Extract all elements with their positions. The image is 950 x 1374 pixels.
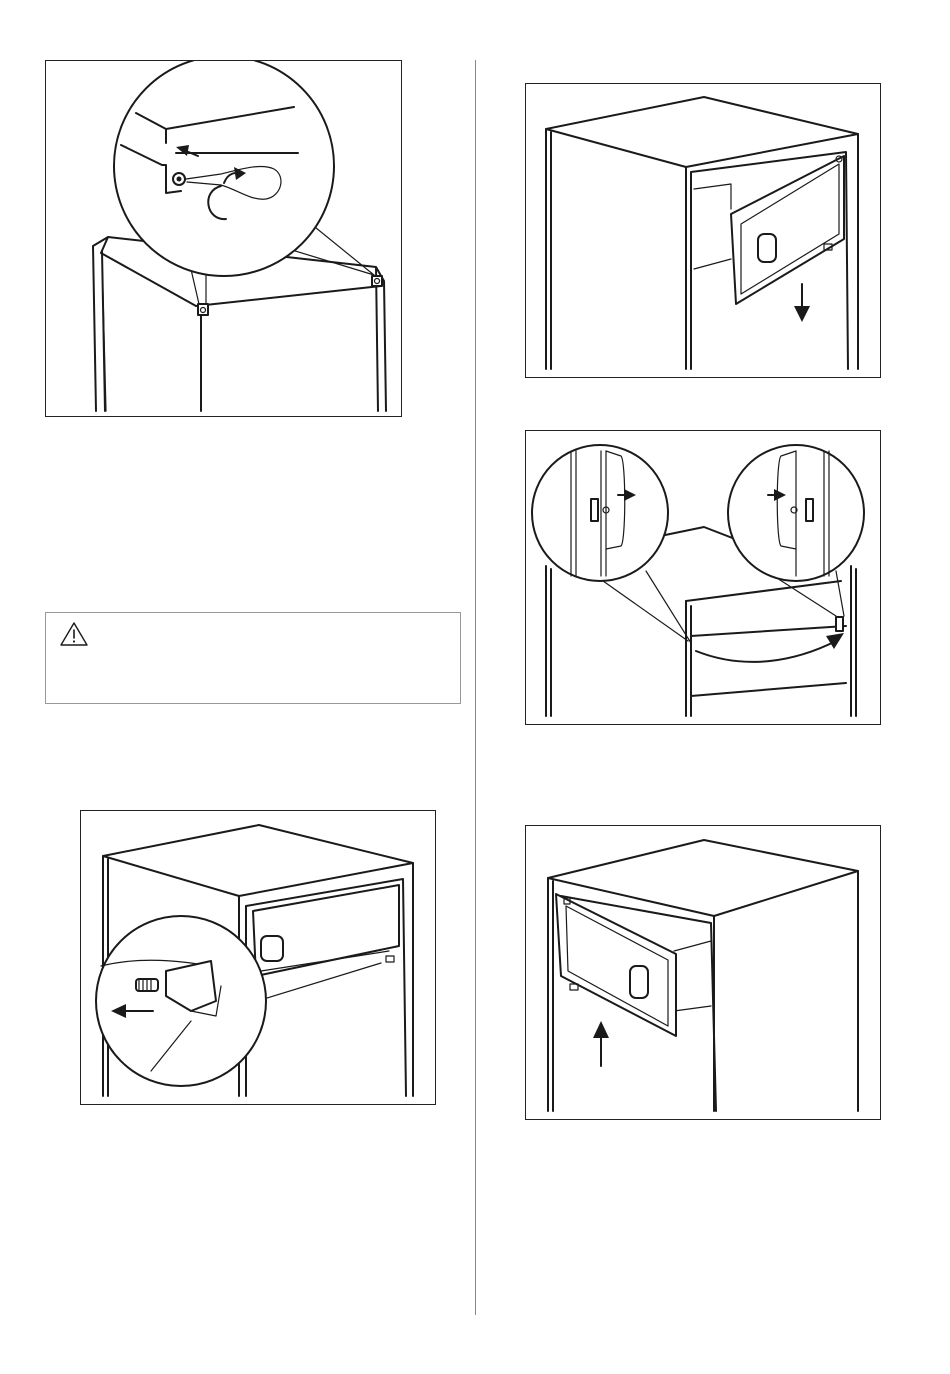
column-divider: [475, 60, 476, 1315]
figure-top-screws-drawing: [46, 61, 401, 416]
door-panel: [731, 156, 844, 304]
door-handle-icon: [758, 234, 776, 262]
door-handle-icon: [630, 966, 648, 998]
door-panel: [253, 885, 399, 976]
magnifier-left-circle: [532, 445, 668, 581]
hinge-right-icon: [806, 499, 813, 521]
figure-door-raise: [525, 825, 881, 1120]
hinge-bracket-icon: [836, 617, 843, 631]
curved-arrow-icon: [696, 641, 836, 662]
figure-hinge-swap: [525, 430, 881, 725]
figure-top-screws: [45, 60, 402, 417]
hinge-left-icon: [591, 499, 598, 521]
figure-door-lower: [525, 83, 881, 378]
screw-right-icon: [372, 276, 382, 286]
figure-hinge-swap-drawing: [526, 431, 880, 724]
figure-door-lower-drawing: [526, 84, 880, 377]
warning-box: [45, 612, 461, 704]
magnifier-circle: [114, 61, 334, 276]
figure-door-raise-drawing: [526, 826, 880, 1119]
door-handle-icon: [261, 936, 283, 961]
door-panel: [556, 894, 676, 1036]
screw-left-icon: [198, 304, 208, 315]
warning-triangle-icon: [59, 621, 89, 647]
figure-pin-remove: [80, 810, 436, 1105]
figure-pin-remove-drawing: [81, 811, 435, 1104]
